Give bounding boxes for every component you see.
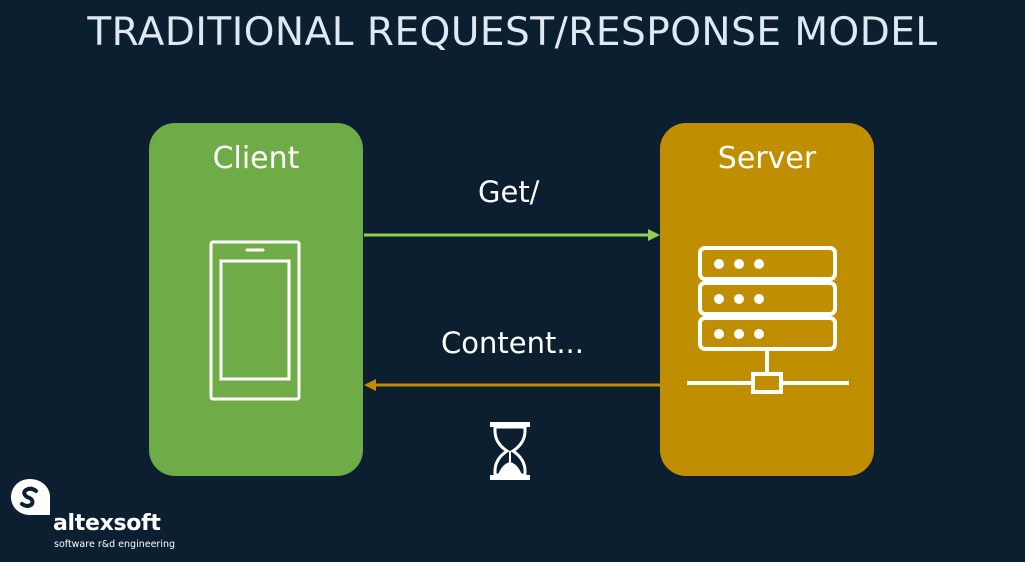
request-label: Get/ bbox=[478, 175, 540, 209]
response-arrow bbox=[364, 379, 660, 391]
client-label: Client bbox=[212, 141, 300, 176]
smartphone-icon bbox=[209, 240, 301, 401]
server-box: Server bbox=[660, 123, 874, 476]
brand-name: altexsoft bbox=[53, 511, 161, 536]
hourglass-icon bbox=[490, 422, 530, 480]
server-rack-icon bbox=[687, 246, 849, 394]
brand-tagline: software r&d engineering bbox=[54, 539, 176, 550]
server-label: Server bbox=[717, 141, 817, 176]
client-box: Client bbox=[149, 123, 363, 476]
response-label: Content... bbox=[441, 326, 584, 360]
diagram-title: TRADITIONAL REQUEST/RESPONSE MODEL bbox=[87, 10, 938, 55]
altexsoft-logo-icon bbox=[11, 479, 50, 515]
request-arrow bbox=[364, 229, 660, 241]
